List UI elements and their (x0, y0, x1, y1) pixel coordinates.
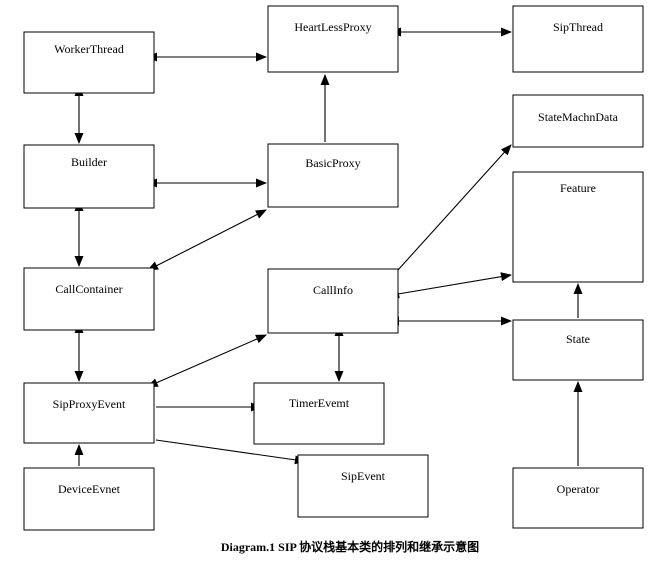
edges-layer (74, 27, 583, 466)
node-box-builder[interactable] (23, 144, 155, 209)
node-deviceevnet[interactable]: DeviceEvnet (23, 467, 155, 531)
node-heartlessproxy[interactable]: HeartLessProxy (267, 5, 399, 73)
node-label-heartlessproxy: HeartLessProxy (294, 20, 371, 34)
node-label-deviceevnet: DeviceEvnet (58, 482, 121, 496)
node-box-heartlessproxy[interactable] (267, 5, 399, 73)
node-box-timerevemt[interactable] (253, 382, 385, 445)
node-builder[interactable]: Builder (23, 144, 155, 209)
node-box-statemachndata[interactable] (512, 94, 644, 148)
node-callcontainer[interactable]: CallContainer (23, 267, 155, 331)
node-statemachndata[interactable]: StateMachnData (512, 94, 644, 148)
nodes-layer: WorkerThread HeartLessProxy SipThreadBuild… (23, 5, 644, 531)
node-label-callcontainer: CallContainer (55, 282, 122, 296)
node-label-feature: Feature (560, 181, 596, 195)
node-label-statemachndata: StateMachnData (538, 110, 619, 124)
node-box-basicproxy[interactable] (267, 143, 399, 208)
node-label-basicproxy: BasicProxy (305, 156, 360, 170)
node-box-feature[interactable] (512, 171, 644, 283)
node-box-callcontainer[interactable] (23, 267, 155, 331)
node-label-state: State (566, 332, 590, 346)
edge-sipproxyevent-callinfo (146, 334, 267, 387)
node-label-callinfo: CallInfo (313, 283, 353, 297)
node-callinfo[interactable]: CallInfo (267, 268, 399, 334)
node-label-sipevent: SipEvent (341, 469, 386, 483)
node-label-builder: Builder (71, 155, 107, 169)
node-basicproxy[interactable]: BasicProxy (267, 143, 399, 208)
node-box-state[interactable] (512, 319, 644, 381)
edge-callinfo-feature (388, 272, 512, 299)
node-box-sipevent[interactable] (297, 454, 429, 518)
edge-callcontainer-basicproxy (147, 209, 267, 271)
node-box-operator[interactable] (512, 467, 644, 529)
node-label-timerevemt: TimerEvemt (289, 396, 350, 410)
node-box-sipthread[interactable] (512, 5, 644, 73)
node-feature[interactable]: Feature (512, 171, 644, 283)
node-box-sipproxyevent[interactable] (23, 382, 155, 444)
node-timerevemt[interactable]: TimerEvemt (253, 382, 385, 445)
node-label-sipthread: SipThread (553, 20, 603, 34)
node-box-workerthread[interactable] (23, 31, 155, 94)
diagram-caption-text: Diagram.1 SIP 协议栈基本类的排列和继承示意图 (220, 540, 480, 554)
node-sipevent[interactable]: SipEvent (297, 454, 429, 518)
node-box-callinfo[interactable] (267, 268, 399, 334)
edge-sipevent-sipproxyevent (155, 439, 306, 465)
node-workerthread[interactable]: WorkerThread (23, 31, 155, 94)
edge-callinfo-statemachndata (397, 144, 512, 271)
node-operator[interactable]: Operator (512, 467, 644, 529)
node-box-deviceevnet[interactable] (23, 467, 155, 531)
node-label-sipproxyevent: SipProxyEvent (53, 397, 126, 411)
node-state[interactable]: State (512, 319, 644, 381)
diagram-caption: Diagram.1 SIP 协议栈基本类的排列和继承示意图 (0, 538, 670, 555)
node-label-operator: Operator (557, 482, 600, 496)
node-label-workerthread: WorkerThread (54, 42, 124, 56)
node-sipthread[interactable]: SipThread (512, 5, 644, 73)
node-sipproxyevent[interactable]: SipProxyEvent (23, 382, 155, 444)
